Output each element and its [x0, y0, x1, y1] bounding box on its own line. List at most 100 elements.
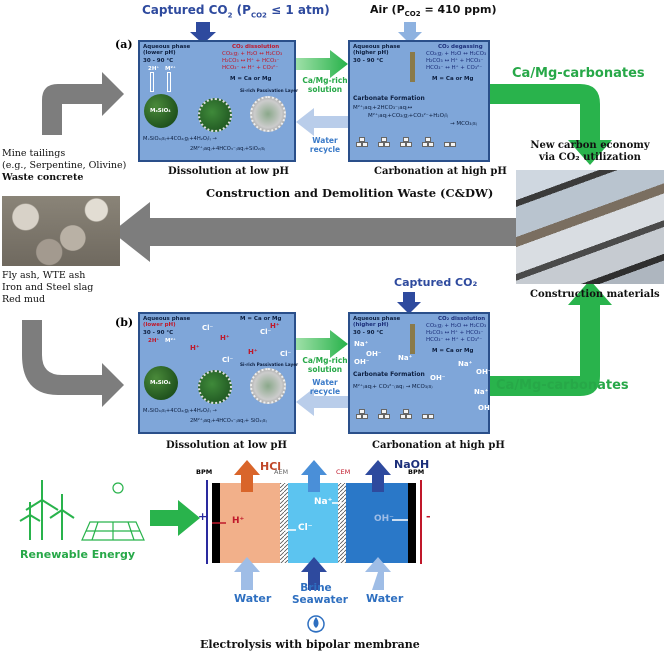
captured-co2-arrow-top — [190, 22, 216, 44]
phase-title: Aqueous phase — [353, 44, 401, 50]
air-arrow — [398, 22, 422, 44]
co2-dissolution-title: CO₂ dissolution — [438, 316, 486, 322]
h-ion: H⁺ — [248, 348, 258, 356]
carbonate-eq-1: M²⁺₍aq₎+ CO₃²⁻₍aq₎ → MCO₃₍s₎ — [353, 384, 433, 390]
captured-co2-arrow-b — [397, 292, 421, 314]
acid-compartment — [220, 483, 280, 563]
h-ion: H⁺ — [220, 334, 230, 342]
green-arrow-bottom-right — [490, 280, 612, 396]
temperature: 30 - 90 °C — [353, 58, 384, 64]
m-label: M = Ca or Mg — [240, 316, 282, 322]
carbonate-eq-2: M²⁺₍aq₎+CO₂₍g₎+CO₃²⁻+H₂O₍l₎ — [368, 113, 449, 119]
h-ion: 2H⁺ — [148, 66, 160, 72]
water-drop-icon — [307, 615, 325, 633]
phase-title: Aqueous phase — [353, 316, 401, 322]
panel-a-dissolution: Aqueous phase (lower pH) 30 - 90 °C CO₂ … — [138, 40, 298, 162]
panel-a-solution-arrow — [296, 50, 348, 78]
na-ion-cell: Na⁺ — [314, 497, 333, 507]
naoh-label: NaOH — [394, 458, 430, 471]
hcl-arrow — [234, 460, 260, 492]
waste-concrete-photo — [2, 196, 120, 266]
m-ion-label: M²⁺ — [165, 338, 176, 344]
phase-sub: (lower pH) — [143, 50, 176, 56]
water-in-right — [365, 557, 391, 590]
panel-b-caption-left: Dissolution at low pH — [166, 440, 287, 451]
diffuser-tube — [410, 52, 415, 82]
co2-dissolution-title: CO₂ dissolution — [232, 44, 280, 50]
oh-ion: OH⁻ — [430, 374, 446, 382]
reaction-line-1: MₓSiO₄₍s₎+4CO₂₍g₎+4H₂O₍l₎ → — [143, 408, 217, 414]
mineral-sphere — [144, 366, 178, 400]
panel-b-carbonation: Aqueous phase (higher pH) 30 - 90 °C CO₂… — [348, 312, 494, 434]
m-label: M = Ca or Mg — [432, 76, 474, 82]
cdw-label: Construction and Demolition Waste (C&DW) — [206, 186, 494, 200]
brine-in — [301, 557, 327, 590]
reacting-sphere — [198, 370, 232, 404]
carbonate-formation-title: Carbonate Formation — [353, 371, 425, 378]
green-arrow-top-right — [490, 84, 612, 165]
minus-sign: - — [426, 510, 431, 523]
wind-turbine-icon — [19, 480, 75, 540]
equation-3: HCO₃⁻ ↔ H⁺ + CO₃²⁻ — [222, 65, 279, 71]
cl-ion-cell: Cl⁻ — [298, 523, 313, 533]
anode-plate-left — [206, 480, 208, 564]
carbonate-formation-title: Carbonate Formation — [353, 95, 425, 102]
solar-panel-icon — [81, 482, 145, 541]
oh-ion: OH⁻ — [354, 358, 370, 366]
mineral-sphere — [144, 94, 178, 128]
m-ion: M²⁺ — [165, 66, 176, 72]
construction-photo — [516, 170, 664, 284]
naoh-arrow — [365, 460, 391, 492]
carbonate-crystals — [356, 132, 456, 156]
water-left-label: Water — [234, 592, 272, 605]
panel-b-dissolution: Aqueous phase (lower pH) 30 - 90 °C M = … — [138, 312, 298, 434]
panel-b-solution-arrow — [296, 330, 348, 358]
equation-1: CO₂₍g₎ + H₂O ↔ H₂CO₃ — [426, 323, 487, 329]
phase-sub: (higher pH) — [353, 322, 389, 328]
panel-a-carbonation: Aqueous phase (higher pH) 30 - 90 °C CO₂… — [348, 40, 490, 162]
h-ion-cell: H⁺ — [232, 516, 245, 526]
panel-a-caption-right: Carbonation at high pH — [374, 166, 507, 177]
construction-materials-label: Construction materials — [530, 289, 660, 300]
co2-degassing-title: CO₂ degassing — [438, 44, 483, 50]
cl-ion: Cl⁻ — [280, 350, 292, 358]
panel-a-tag: (a) — [115, 38, 133, 51]
gray-arrow-bottom-left — [22, 320, 124, 407]
new-carbon-economy-label: New carbon economy via CO₂ utilization — [530, 140, 650, 163]
oh-ion-cell: OH⁻ — [374, 514, 394, 524]
cdw-arrow — [112, 202, 520, 262]
carbonate-crystals — [356, 404, 456, 428]
bpm-right-label: BPM — [408, 468, 425, 476]
na-ion: Na⁺ — [354, 340, 369, 348]
brine-compartment — [288, 483, 338, 563]
brine-out-arrow — [301, 460, 327, 492]
captured-co2-b-label: Captured CO₂ — [394, 276, 478, 289]
panel-a-caption-left: Dissolution at low pH — [168, 166, 289, 177]
camg-carbonates-top: Ca/Mg-carbonates — [512, 66, 645, 81]
temperature: 30 - 90 °C — [353, 330, 384, 336]
m-label: M = Ca or Mg — [432, 348, 474, 354]
equation-2: H₂CO₃ ↔ H⁺ + HCO₃⁻ — [426, 58, 484, 64]
carbonate-eq-1: M²⁺₍aq₎+2HCO₃⁻₍aq₎↔ — [353, 105, 413, 111]
mineral-label: MₓSiO₄ — [150, 380, 171, 386]
plus-sign: + — [198, 510, 208, 523]
water-right-label: Water — [366, 592, 404, 605]
h-ion: H⁺ — [270, 322, 280, 330]
h-ion-label: 2H⁺ — [148, 338, 160, 344]
h-ion: H⁺ — [190, 344, 200, 352]
carbonate-eq-3: → MCO₃₍s₎ — [450, 121, 478, 127]
bpm-left-label: BPM — [196, 468, 213, 476]
panel-a-recycle-arrow — [296, 108, 348, 136]
bpm-right-membrane — [408, 483, 416, 563]
h-up-arrow — [150, 72, 154, 92]
equation-2: H₂CO₃ ↔ H⁺ + HCO₃⁻ — [426, 330, 484, 336]
m-label: M = Ca or Mg — [230, 76, 272, 82]
cem-label: CEM — [336, 468, 351, 476]
passivated-sphere — [250, 368, 286, 404]
phase-sub: (lower pH) — [143, 322, 176, 328]
temperature: 30 - 90 °C — [143, 330, 174, 336]
na-ion: Na⁺ — [398, 354, 413, 362]
